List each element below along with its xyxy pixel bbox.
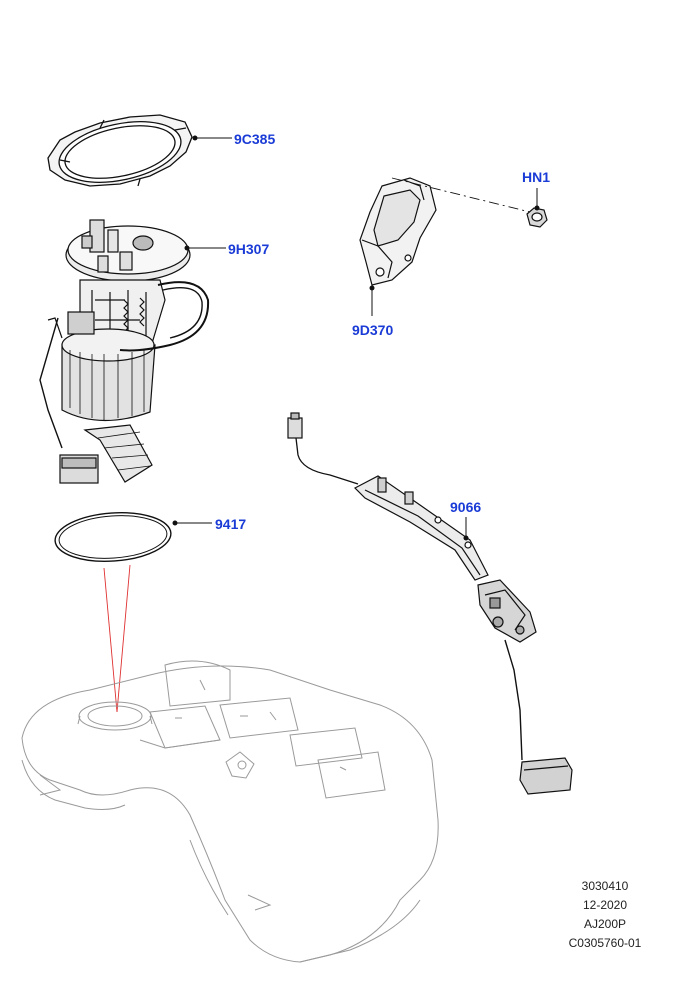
retaining-ring-part	[47, 114, 193, 187]
reference-number: 3030410	[581, 879, 629, 893]
bracket-nut-axis-line	[391, 177, 531, 213]
fuel-level-sender-part	[287, 412, 573, 795]
seal-ring-part	[54, 512, 172, 562]
alignment-guide-lines	[103, 564, 131, 713]
nut-part	[526, 207, 548, 228]
leader-dot-9D370	[369, 285, 375, 291]
model-code: AJ200P	[583, 917, 627, 931]
callout-9066[interactable]: 9066	[450, 499, 482, 515]
revision-date: 12-2020	[582, 898, 628, 912]
fuel-tank-outline	[21, 660, 439, 963]
drawing-reference-block: 3030410 12-2020 AJ200P C0305760-01	[555, 877, 655, 953]
callout-9H307[interactable]: 9H307	[228, 241, 270, 257]
leader-dot-9066	[463, 535, 469, 541]
leader-dot-HN1	[534, 205, 540, 211]
leader-dot-9C385	[192, 135, 198, 141]
leader-dot-9417	[172, 520, 178, 526]
callout-HN1[interactable]: HN1	[522, 169, 551, 185]
bracket-part	[359, 177, 437, 286]
callout-9C385[interactable]: 9C385	[234, 131, 276, 147]
leader-dot-9H307	[184, 245, 190, 251]
callout-9D370[interactable]: 9D370	[352, 322, 394, 338]
fuel-pump-module-part	[39, 219, 210, 484]
illustration-code: C0305760-01	[568, 936, 642, 950]
callout-9417[interactable]: 9417	[215, 516, 247, 532]
